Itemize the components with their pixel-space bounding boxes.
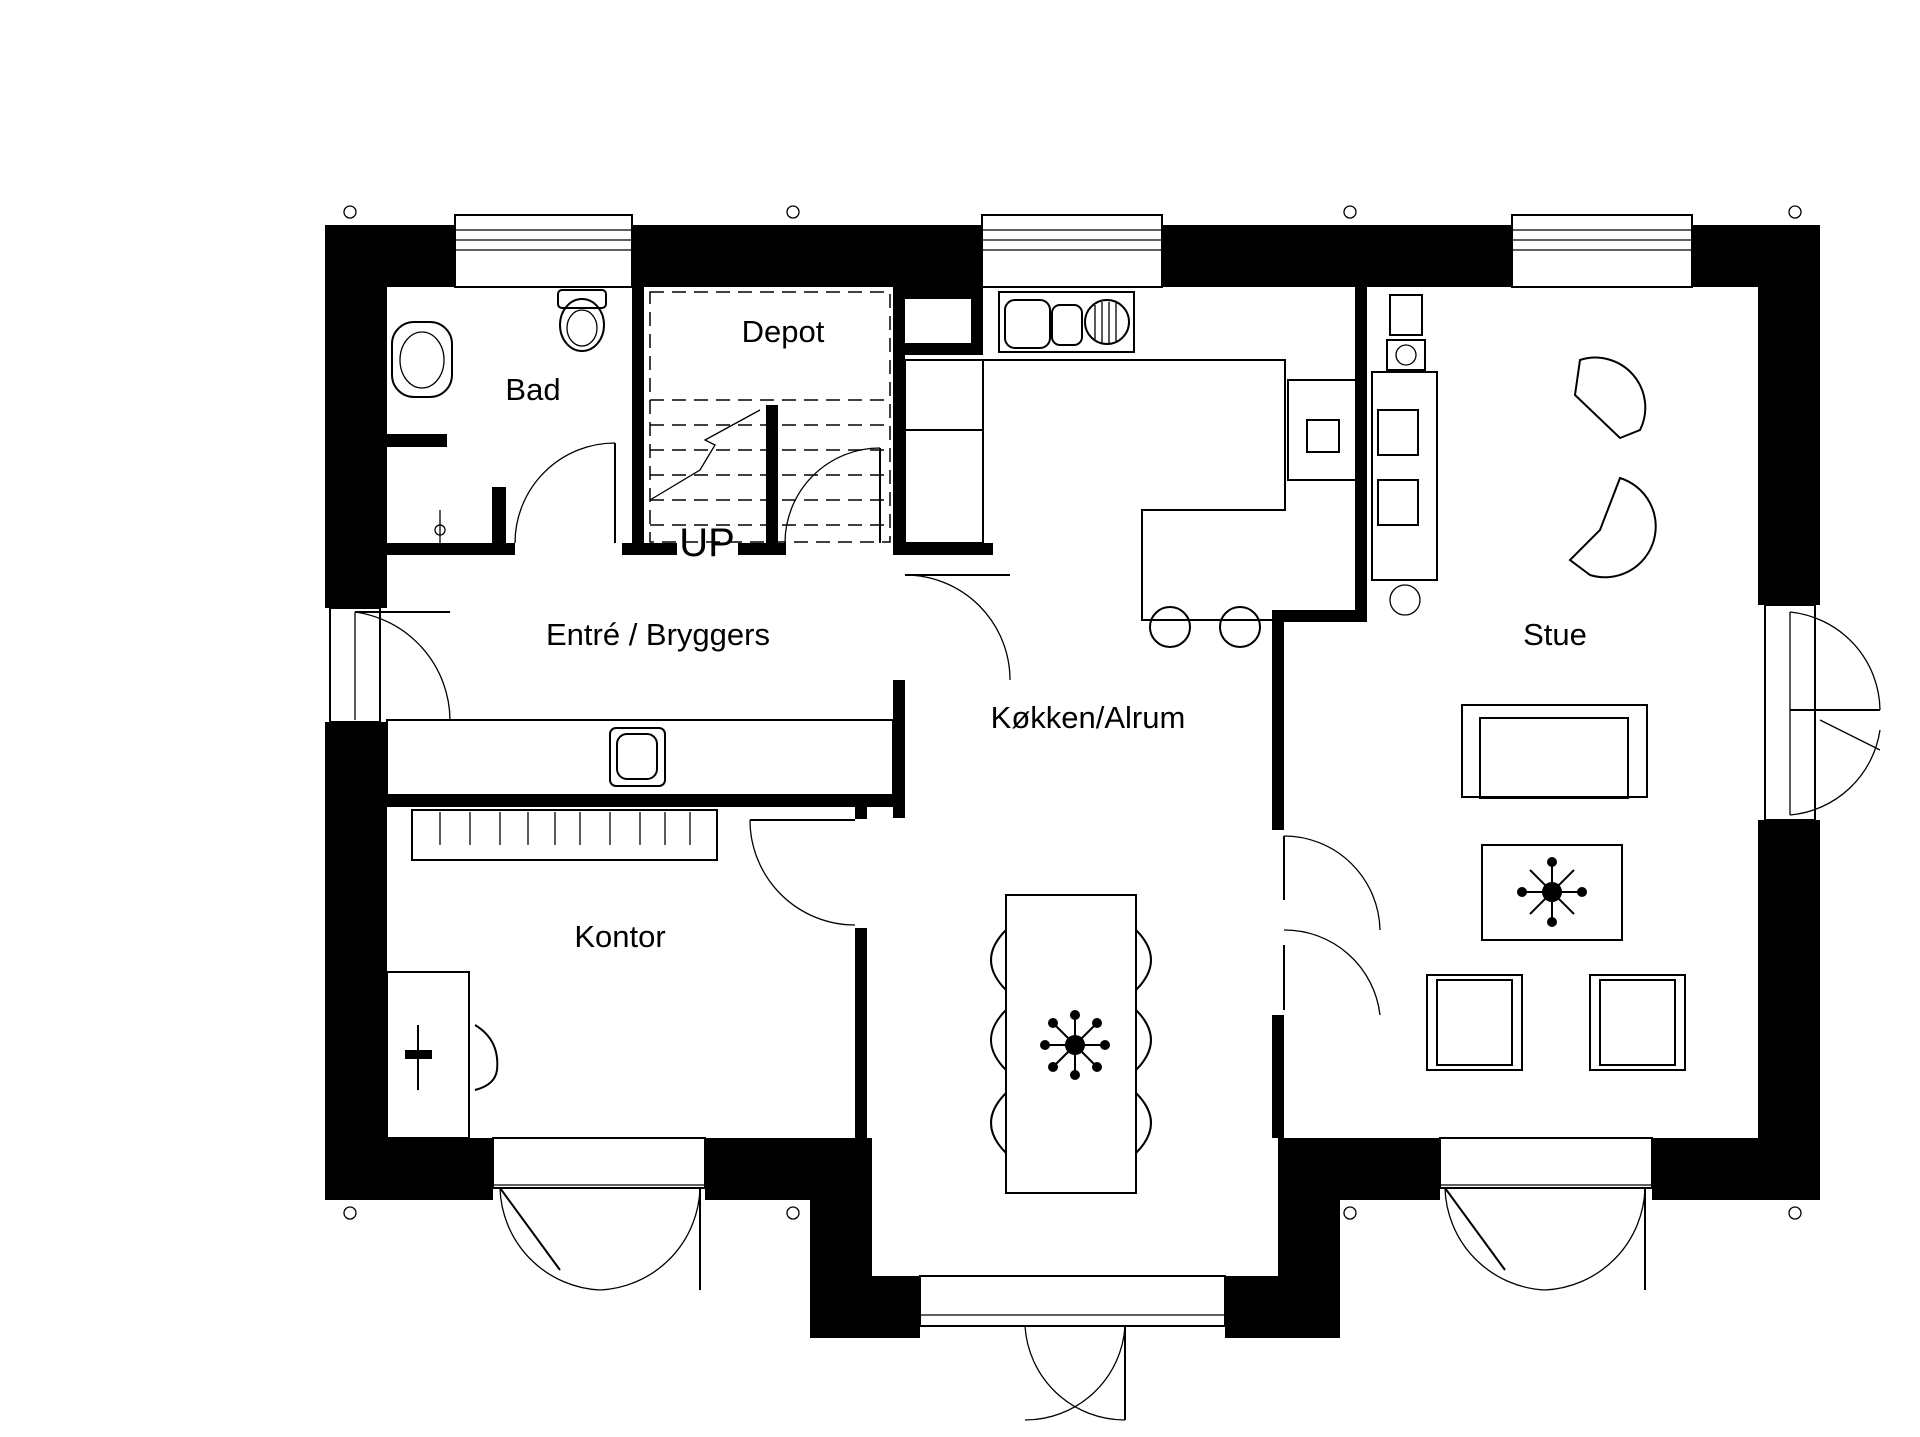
armchair-2 xyxy=(1589,974,1686,1071)
sink-icon xyxy=(391,321,453,398)
wall-bottom-3 xyxy=(1278,1138,1440,1200)
stair-outline xyxy=(649,291,891,543)
dining-chair-l3 xyxy=(990,1092,1007,1154)
chandelier-icon xyxy=(1040,1010,1110,1080)
toilet-icon xyxy=(557,289,607,309)
kitchen-island-outline xyxy=(905,359,1286,621)
wall-right-lower xyxy=(1758,820,1820,1200)
stair-up-label: UP xyxy=(679,521,735,565)
dining-chair-r3 xyxy=(1135,1092,1152,1154)
stue-furniture xyxy=(1371,294,1686,1071)
wall-stue-step xyxy=(1282,610,1367,622)
kontor-fixtures xyxy=(386,971,499,1139)
speaker-bottom xyxy=(1389,584,1421,616)
dining-table xyxy=(1005,894,1137,1194)
tv-unit xyxy=(1371,371,1438,581)
wall-kontor-right xyxy=(855,928,867,1138)
lounge-chair-2 xyxy=(1568,476,1657,579)
room-label-depot: Depot xyxy=(742,314,825,349)
dining-chair-l1 xyxy=(990,929,1007,991)
wall-entre-bottom xyxy=(387,795,905,807)
kitchen-cabinet xyxy=(904,359,984,544)
window-top-3 xyxy=(1511,214,1693,288)
windows xyxy=(329,214,1816,1327)
wall-depot-right xyxy=(893,287,905,555)
wall-entre-right xyxy=(893,680,905,818)
wall-left-upper xyxy=(325,225,387,608)
utility-sink-icon xyxy=(609,727,666,787)
wall-depot-bottom xyxy=(738,543,786,555)
armchair-1 xyxy=(1426,974,1523,1071)
room-label-kontor: Kontor xyxy=(574,919,665,954)
wall-stue-top xyxy=(1355,287,1367,622)
coffee-table xyxy=(1481,844,1623,941)
window-bottom-stue xyxy=(1439,1137,1653,1189)
kitchen-sink-icon xyxy=(1004,299,1051,349)
room-label-kokken: Køkken/Alrum xyxy=(991,700,1186,735)
entre-counter xyxy=(386,719,894,796)
grid-markers xyxy=(343,205,1802,1220)
wall-stue-mid xyxy=(1272,610,1284,830)
stove xyxy=(1287,379,1359,481)
kitchen-sink-counter xyxy=(998,291,1135,353)
wall-left-lower xyxy=(325,722,387,1200)
lounge-chair-1 xyxy=(1573,356,1647,440)
wall-bad-stub xyxy=(492,487,506,555)
wall-bad-bottom-2 xyxy=(622,543,677,555)
wall-bad-depot xyxy=(632,287,644,549)
wall-bad-bottom-1 xyxy=(387,543,515,555)
wall-stair-rail xyxy=(766,405,778,555)
window-top-1 xyxy=(454,214,633,288)
door-swings xyxy=(354,442,1881,1421)
wall-top-3 xyxy=(1162,225,1512,287)
stair-arrow xyxy=(649,409,761,501)
wall-top-2 xyxy=(632,225,982,287)
wall-pantry-right xyxy=(971,287,983,355)
bathroom-fixtures xyxy=(391,289,607,543)
office-desk xyxy=(386,971,470,1139)
bar-stool-2 xyxy=(1219,606,1261,648)
wall-pantry-top xyxy=(893,287,983,299)
dining-chair-r1 xyxy=(1135,929,1152,991)
speaker-top xyxy=(1389,294,1423,336)
kitchen-fixtures xyxy=(904,291,1359,1194)
room-labels: Bad Depot UP Entré / Bryggers Køkken/Alr… xyxy=(505,314,1586,954)
wall-bay-bottom-left xyxy=(810,1276,920,1338)
entre-fixtures xyxy=(386,719,894,861)
window-top-2 xyxy=(981,214,1163,288)
wall-right-upper xyxy=(1758,225,1820,605)
room-label-stue: Stue xyxy=(1523,617,1587,652)
staircase[interactable] xyxy=(649,291,891,543)
wall-bad-shelf xyxy=(387,434,447,447)
chandelier-icon xyxy=(1517,857,1587,927)
office-chair xyxy=(474,1024,499,1091)
wall-stue-low xyxy=(1272,1015,1284,1138)
wall-kontor-corner xyxy=(855,807,867,819)
dining-chair-l2 xyxy=(990,1009,1007,1071)
window-bottom-kitchen xyxy=(919,1275,1226,1327)
walls xyxy=(325,225,1820,1338)
room-label-bad: Bad xyxy=(505,372,560,407)
room-label-entre: Entré / Bryggers xyxy=(546,617,770,652)
wall-bottom-4 xyxy=(1652,1138,1820,1200)
coat-rack xyxy=(411,809,718,861)
window-bottom-kontor xyxy=(492,1137,706,1189)
wall-pantry-bottom xyxy=(893,343,983,355)
dining-chair-r2 xyxy=(1135,1009,1152,1071)
wall-entre-top-right xyxy=(893,543,993,555)
wall-bottom-1 xyxy=(325,1138,493,1200)
bar-stool-1 xyxy=(1149,606,1191,648)
